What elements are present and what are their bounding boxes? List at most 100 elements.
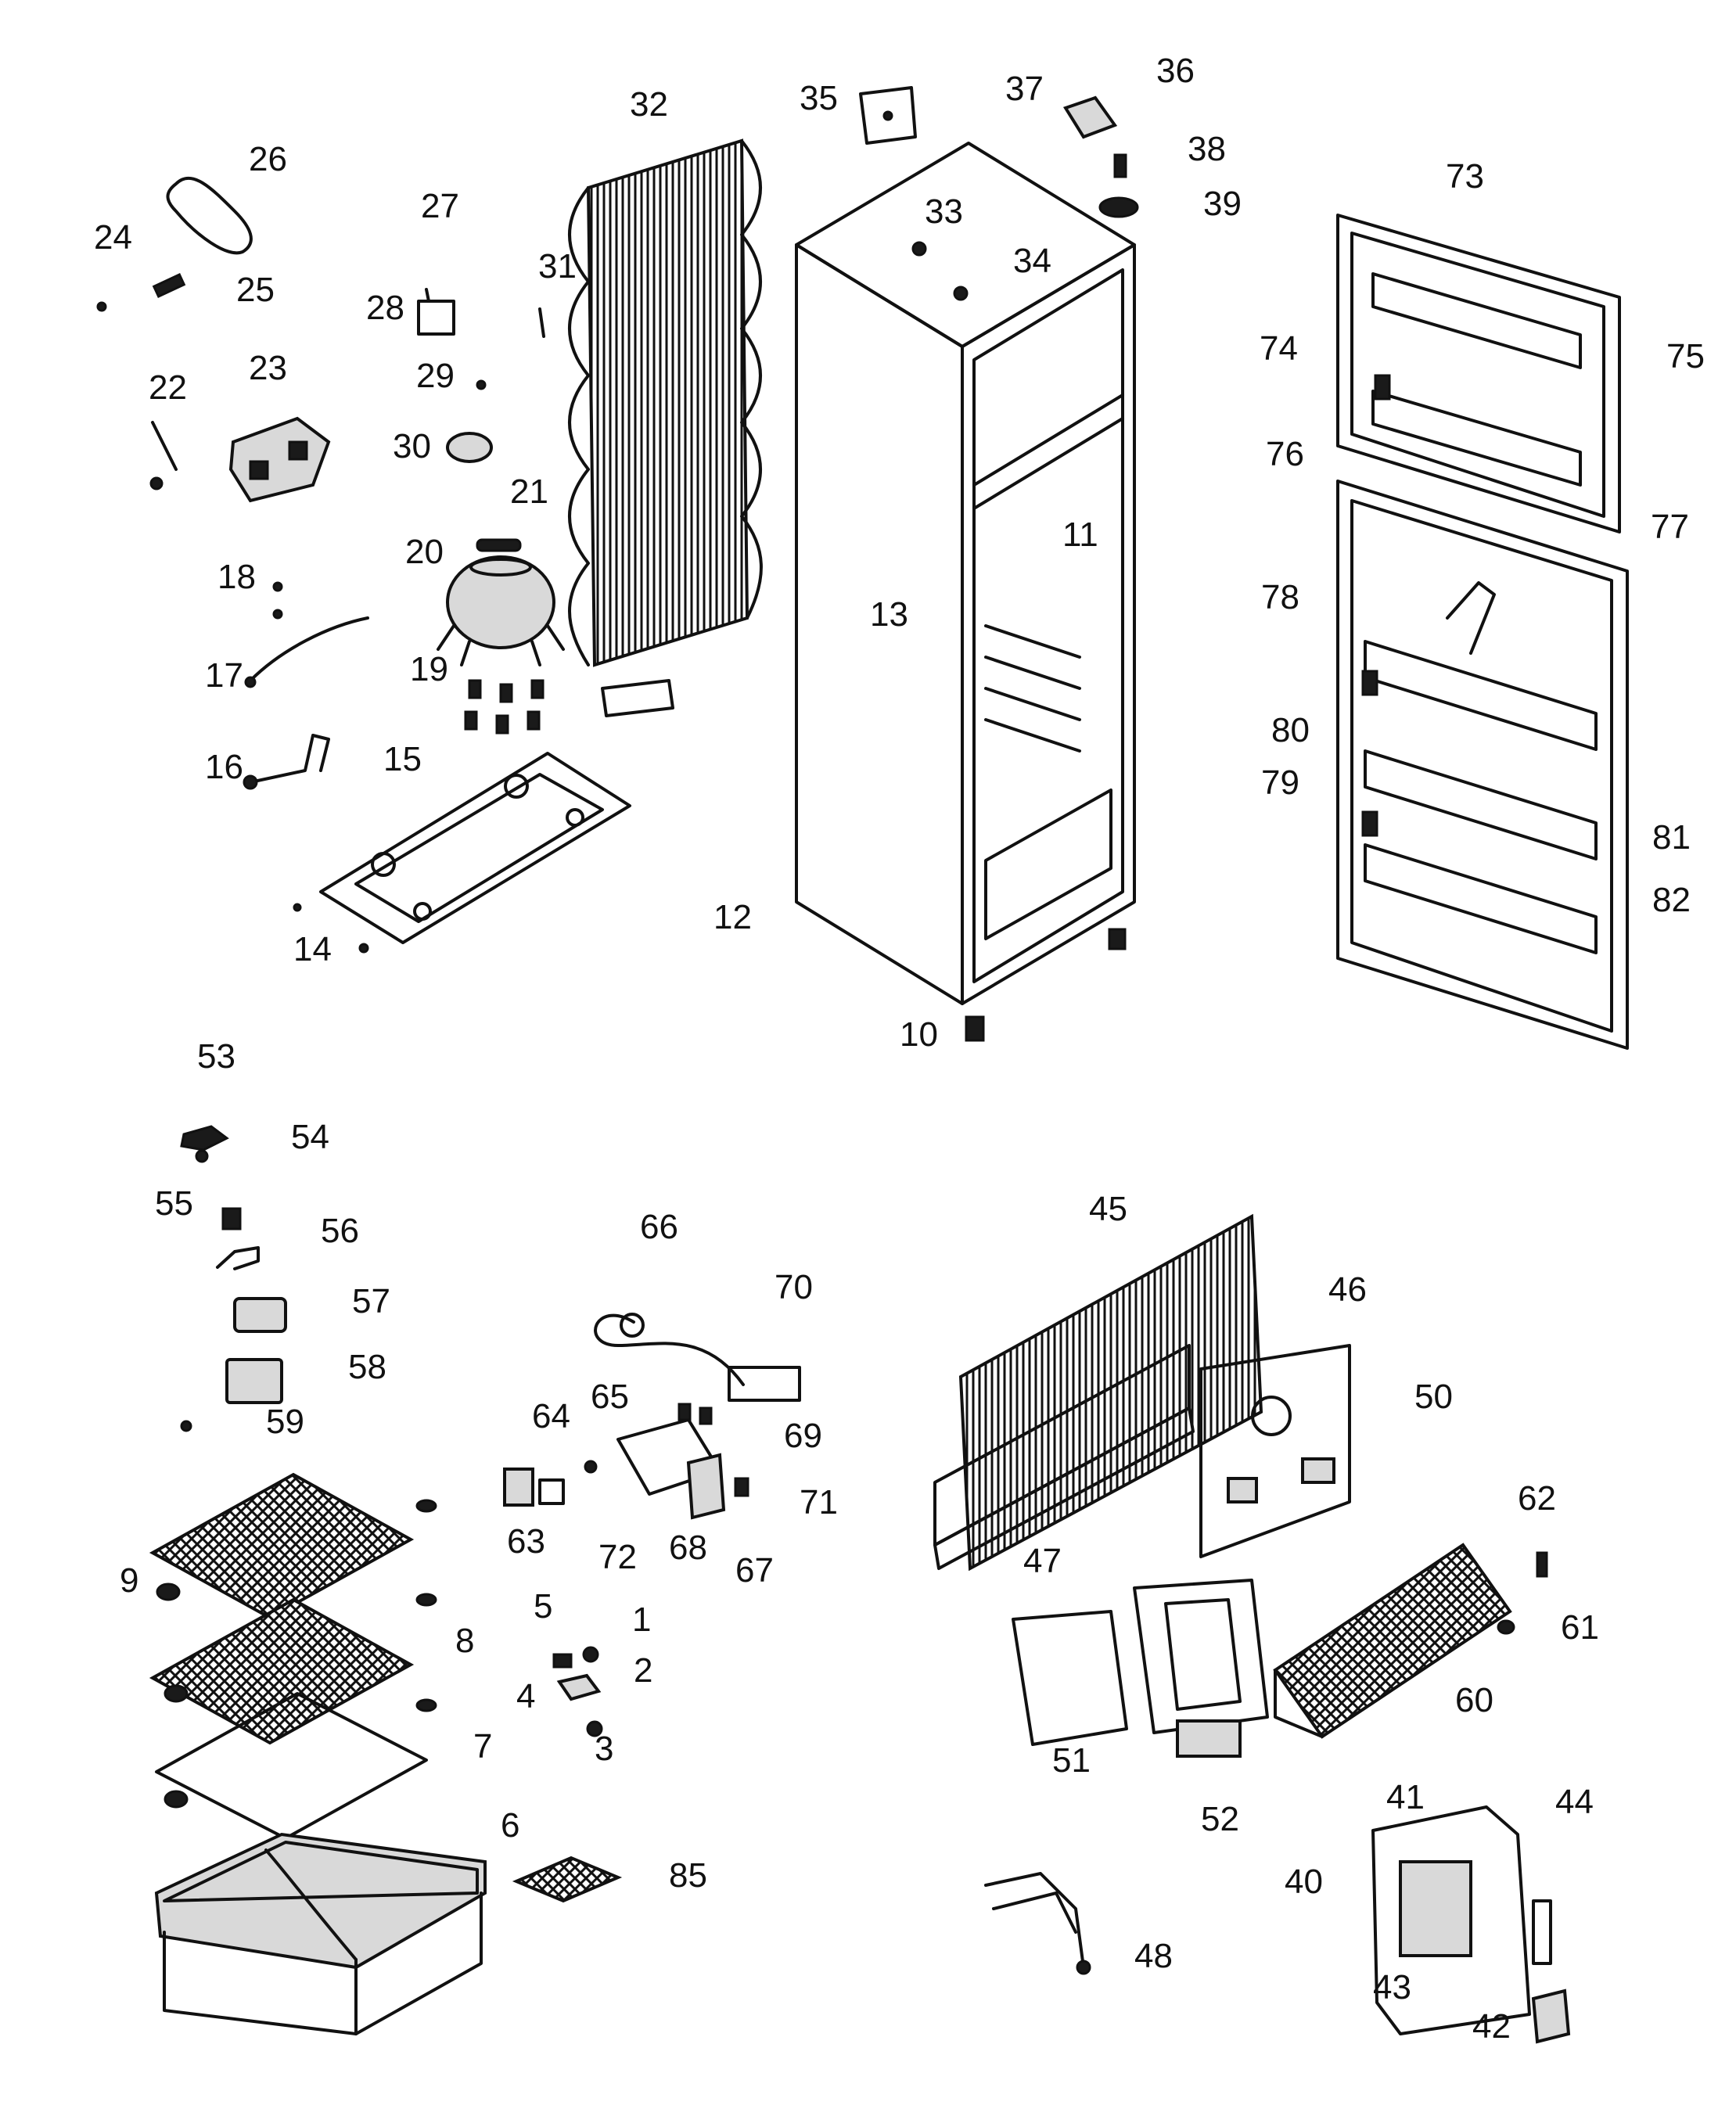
callout-c77: 77 bbox=[1651, 508, 1689, 546]
callout-c47: 47 bbox=[1023, 1542, 1062, 1580]
callout-c20: 20 bbox=[405, 533, 444, 571]
upper-left-small-parts bbox=[96, 176, 545, 954]
callout-c16: 16 bbox=[205, 748, 243, 786]
evaporator-assembly bbox=[933, 1213, 1351, 1572]
callout-c64: 64 bbox=[532, 1397, 570, 1435]
callout-c76: 76 bbox=[1266, 435, 1304, 473]
callout-c13: 13 bbox=[870, 595, 908, 634]
callout-c70: 70 bbox=[775, 1268, 813, 1306]
callout-c73: 73 bbox=[1446, 157, 1484, 196]
callout-c7: 7 bbox=[473, 1727, 492, 1766]
callout-c57: 57 bbox=[352, 1282, 390, 1320]
callout-c9: 9 bbox=[120, 1561, 138, 1600]
callout-c39: 39 bbox=[1203, 185, 1242, 223]
callout-c21: 21 bbox=[510, 472, 548, 511]
base-plate bbox=[319, 752, 631, 944]
left-column-small-parts bbox=[180, 1125, 287, 1432]
callout-c29: 29 bbox=[416, 357, 455, 395]
callout-c69: 69 bbox=[784, 1417, 822, 1455]
callout-c44: 44 bbox=[1555, 1783, 1594, 1821]
ducts-and-trays bbox=[1012, 1543, 1548, 1758]
callout-c17: 17 bbox=[205, 656, 243, 695]
callout-c28: 28 bbox=[366, 289, 404, 327]
callout-c30: 30 bbox=[393, 427, 431, 465]
callout-c38: 38 bbox=[1188, 130, 1226, 168]
callout-c46: 46 bbox=[1328, 1270, 1367, 1309]
callout-c61: 61 bbox=[1561, 1608, 1599, 1647]
callout-c42: 42 bbox=[1472, 2007, 1511, 2046]
callout-c5: 5 bbox=[534, 1587, 552, 1626]
hinge-top-parts bbox=[911, 95, 1139, 301]
callout-c27: 27 bbox=[421, 187, 459, 225]
callout-c34: 34 bbox=[1013, 242, 1051, 280]
callout-c68: 68 bbox=[669, 1529, 707, 1567]
callout-c78: 78 bbox=[1261, 578, 1299, 616]
callout-c43: 43 bbox=[1373, 1968, 1411, 2006]
callout-c22: 22 bbox=[149, 368, 187, 407]
freezer-door bbox=[1336, 214, 1621, 533]
callout-c41: 41 bbox=[1386, 1778, 1425, 1816]
callout-c75: 75 bbox=[1666, 337, 1705, 375]
callout-c37: 37 bbox=[1005, 70, 1044, 108]
callout-c8: 8 bbox=[455, 1622, 474, 1660]
compressor bbox=[437, 538, 565, 735]
callout-c4: 4 bbox=[516, 1677, 535, 1715]
callout-c65: 65 bbox=[591, 1378, 629, 1416]
callout-c26: 26 bbox=[249, 140, 287, 178]
callout-c25: 25 bbox=[236, 271, 275, 309]
drain-heater bbox=[984, 1872, 1091, 1975]
callout-c71: 71 bbox=[800, 1483, 838, 1521]
callout-c31: 31 bbox=[538, 247, 577, 286]
callout-c74: 74 bbox=[1260, 329, 1298, 368]
callout-c32: 32 bbox=[630, 85, 668, 124]
callout-c66: 66 bbox=[640, 1208, 678, 1246]
callout-c14: 14 bbox=[293, 930, 332, 968]
top-cover-plate bbox=[859, 86, 917, 145]
callout-c10: 10 bbox=[900, 1015, 938, 1054]
cabinet-body bbox=[795, 142, 1136, 1042]
callout-c62: 62 bbox=[1518, 1479, 1556, 1518]
callout-c72: 72 bbox=[598, 1538, 637, 1576]
callout-c82: 82 bbox=[1652, 881, 1691, 919]
callout-c36: 36 bbox=[1156, 52, 1195, 90]
callout-labels: 1234567891011121314151617181920212223242… bbox=[94, 52, 1705, 2046]
callout-c15: 15 bbox=[383, 740, 422, 778]
callout-c48: 48 bbox=[1134, 1937, 1173, 1975]
callout-c24: 24 bbox=[94, 218, 132, 257]
callout-c85: 85 bbox=[669, 1856, 707, 1895]
callout-c60: 60 bbox=[1455, 1681, 1493, 1719]
callout-c52: 52 bbox=[1201, 1800, 1239, 1838]
callout-c63: 63 bbox=[507, 1522, 545, 1561]
condenser-coil bbox=[568, 138, 763, 717]
callout-c2: 2 bbox=[634, 1651, 652, 1690]
callout-c55: 55 bbox=[155, 1184, 193, 1223]
refrigerator-door bbox=[1336, 480, 1629, 1050]
shelves-and-crisper bbox=[149, 1472, 623, 2035]
callout-c45: 45 bbox=[1089, 1190, 1127, 1228]
callout-c80: 80 bbox=[1271, 711, 1310, 749]
callout-c19: 19 bbox=[410, 650, 448, 688]
callout-c79: 79 bbox=[1261, 763, 1299, 802]
callout-c58: 58 bbox=[348, 1348, 386, 1386]
control-box-assembly bbox=[503, 1313, 801, 1520]
callout-c59: 59 bbox=[266, 1403, 304, 1441]
callout-c53: 53 bbox=[197, 1037, 235, 1076]
callout-c1: 1 bbox=[632, 1600, 651, 1639]
callout-c23: 23 bbox=[249, 349, 287, 387]
callout-c33: 33 bbox=[925, 192, 963, 231]
callout-c67: 67 bbox=[735, 1551, 774, 1590]
callout-c18: 18 bbox=[217, 558, 256, 596]
callout-c40: 40 bbox=[1285, 1863, 1323, 1901]
callout-c51: 51 bbox=[1052, 1741, 1091, 1780]
fan-motor-assembly bbox=[1371, 1805, 1571, 2044]
callout-c35: 35 bbox=[800, 79, 838, 117]
callout-c11: 11 bbox=[1062, 516, 1098, 554]
callout-c12: 12 bbox=[713, 898, 752, 936]
callout-c54: 54 bbox=[291, 1118, 329, 1156]
callout-c56: 56 bbox=[321, 1212, 359, 1250]
callout-c50: 50 bbox=[1414, 1378, 1453, 1416]
callout-c6: 6 bbox=[501, 1806, 519, 1845]
callout-c81: 81 bbox=[1652, 818, 1691, 857]
